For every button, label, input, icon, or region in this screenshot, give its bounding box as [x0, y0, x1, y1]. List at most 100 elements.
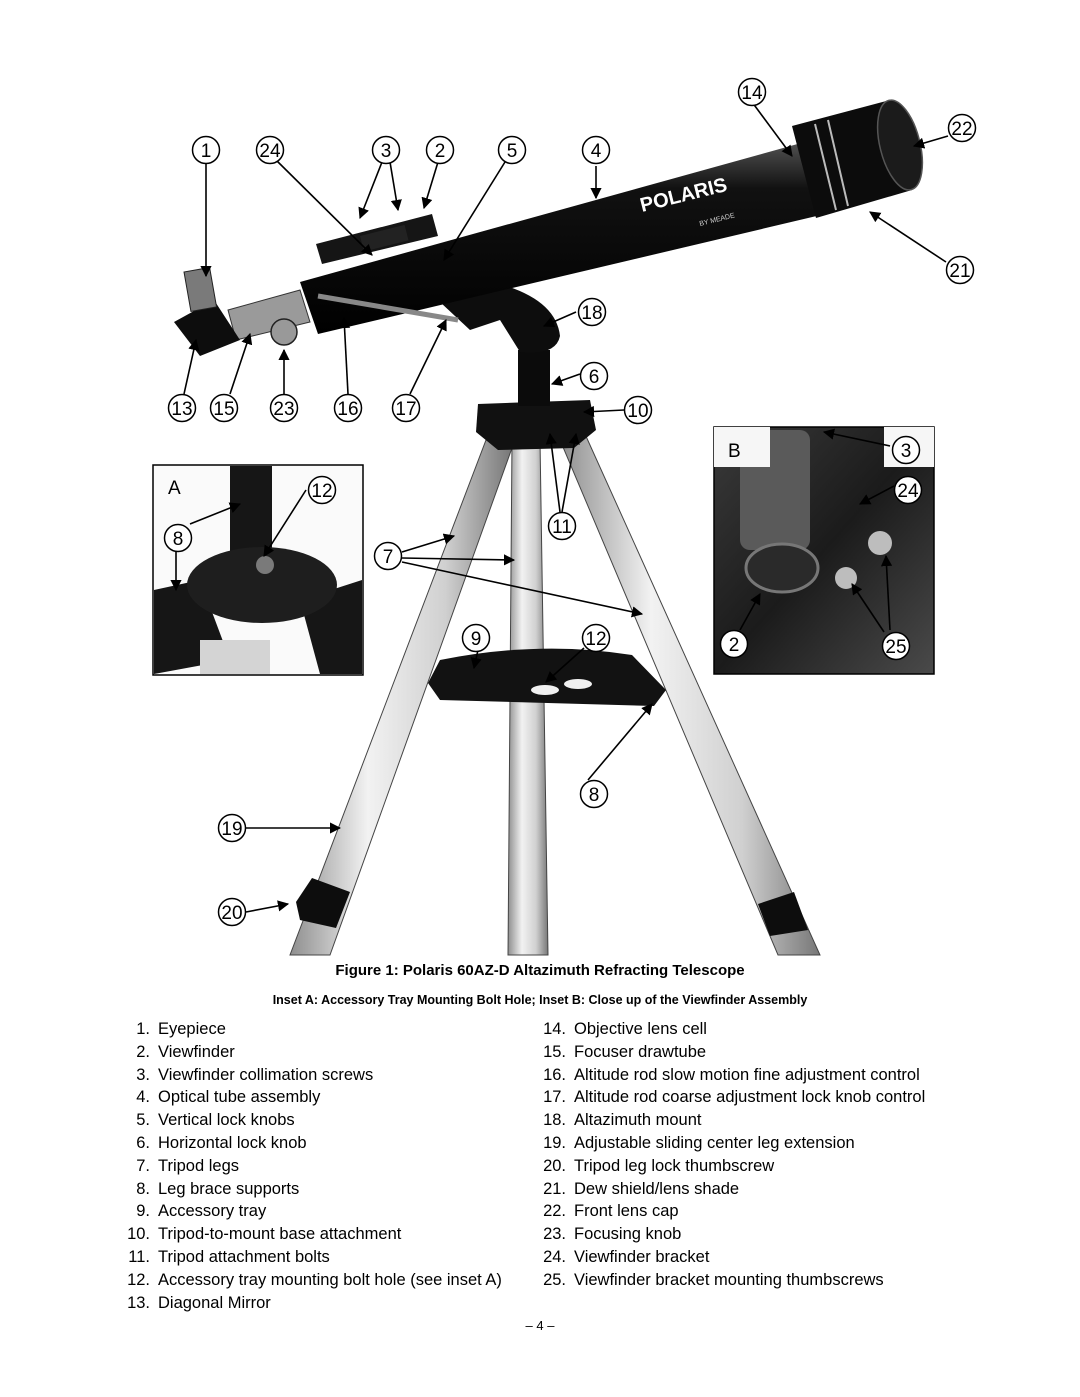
- inset-a: A: [152, 464, 364, 676]
- callout-9: 9: [461, 623, 491, 653]
- svg-text:19: 19: [221, 819, 242, 840]
- callout-2-inset: 2: [719, 629, 749, 659]
- parts-list-right: 14.Objective lens cell 15.Focuser drawtu…: [536, 1018, 925, 1292]
- figure-caption: Figure 1: Polaris 60AZ-D Altazimuth Refr…: [335, 962, 745, 979]
- svg-text:12: 12: [585, 629, 606, 650]
- parts-list-item: 19.Adjustable sliding center leg extensi…: [543, 1133, 855, 1152]
- inset-a-leg: [230, 466, 272, 556]
- inset-a-bracket: [200, 640, 270, 674]
- mount-column: [518, 350, 550, 406]
- parts-list-item: 1.Eyepiece: [136, 1020, 226, 1038]
- callout-14: 14: [737, 77, 767, 107]
- callout-arrows: [170, 101, 949, 913]
- parts-list-item: 4.Optical tube assembly: [136, 1088, 321, 1107]
- callout-3: 3: [371, 135, 401, 165]
- callout-6: 6: [579, 361, 609, 391]
- svg-text:20: 20: [221, 903, 242, 924]
- inset-a-base: [187, 547, 337, 623]
- callout-12: 12: [307, 475, 337, 505]
- svg-text:8: 8: [173, 529, 184, 550]
- svg-text:25: 25: [885, 637, 906, 658]
- parts-list-item: 23.Focusing knob: [543, 1225, 682, 1244]
- svg-text:6: 6: [589, 367, 600, 388]
- parts-list-item: 9.Accessory tray: [136, 1202, 267, 1221]
- callout-20: 20: [217, 897, 247, 927]
- page-number: – 4 –: [525, 1318, 555, 1333]
- parts-list-item: 20.Tripod leg lock thumbscrew: [543, 1156, 775, 1175]
- tripod: [289, 350, 821, 956]
- telescope-figure: POLARIS BY MEADE A B: [152, 77, 977, 956]
- focusing-knob: [270, 318, 298, 346]
- svg-text:8: 8: [589, 785, 600, 806]
- svg-text:2: 2: [435, 141, 446, 162]
- svg-text:16: 16: [337, 399, 358, 420]
- callout-10: 10: [623, 395, 653, 425]
- callout-4: 4: [581, 135, 611, 165]
- svg-text:12: 12: [311, 481, 332, 502]
- svg-text:21: 21: [949, 261, 970, 282]
- inset-b-thumbscrew: [868, 531, 892, 555]
- parts-list-item: 12.Accessory tray mounting bolt hole (se…: [127, 1270, 502, 1289]
- callout-18: 18: [577, 297, 607, 327]
- eyepiece: [183, 266, 218, 312]
- parts-list-item: 25.Viewfinder bracket mounting thumbscre…: [543, 1270, 884, 1289]
- callout-8: 8: [163, 523, 193, 553]
- telescope: POLARIS BY MEADE: [174, 99, 924, 356]
- svg-text:17: 17: [395, 399, 416, 420]
- svg-text:22: 22: [951, 119, 972, 140]
- parts-list-item: 13.Diagonal Mirror: [127, 1293, 271, 1312]
- parts-list-item: 11.Tripod attachment bolts: [128, 1247, 330, 1266]
- callout-11: 11: [547, 511, 577, 541]
- callout-3-inset: 3: [891, 435, 921, 465]
- svg-text:14: 14: [741, 83, 763, 104]
- parts-list-item: 10.Tripod-to-mount base attachment: [127, 1225, 402, 1244]
- accessory-tray: [428, 648, 666, 706]
- callout-2: 2: [425, 135, 455, 165]
- parts-list-item: 21.Dew shield/lens shade: [543, 1179, 740, 1198]
- parts-list-item: 8.Leg brace supports: [136, 1179, 300, 1198]
- svg-text:10: 10: [627, 401, 648, 422]
- svg-text:23: 23: [273, 399, 294, 420]
- parts-list-item: 6.Horizontal lock knob: [136, 1133, 307, 1152]
- callout-1: 1: [191, 135, 221, 165]
- callout-23: 23: [269, 393, 299, 423]
- callout-22: 22: [947, 113, 977, 143]
- callout-12-tray: 12: [581, 623, 611, 653]
- figure-subcaption: Inset A: Accessory Tray Mounting Bolt Ho…: [272, 993, 808, 1007]
- callout-17: 17: [391, 393, 421, 423]
- parts-list-item: 17.Altitude rod coarse adjustment lock k…: [543, 1088, 926, 1107]
- leg-clamp-right: [758, 892, 808, 936]
- parts-list-item: 5.Vertical lock knobs: [136, 1111, 295, 1130]
- parts-list-item: 3.Viewfinder collimation screws: [136, 1065, 374, 1084]
- svg-text:2: 2: [729, 635, 740, 656]
- parts-list-left: 1.Eyepiece 2.Viewfinder 3.Viewfinder col…: [120, 1018, 502, 1314]
- inset-b-label: B: [728, 441, 741, 462]
- parts-list-item: 15.Focuser drawtube: [543, 1042, 707, 1061]
- callout-21: 21: [945, 255, 975, 285]
- parts-list-item: 2.Viewfinder: [136, 1042, 235, 1061]
- parts-list-item: 24.Viewfinder bracket: [543, 1247, 710, 1266]
- parts-list-item: 22.Front lens cap: [543, 1202, 679, 1221]
- dew-shield-stripe: [814, 123, 837, 211]
- callout-13: 13: [167, 393, 197, 423]
- inset-b-light-bg: [714, 427, 770, 467]
- callout-19: 19: [217, 813, 247, 843]
- svg-text:7: 7: [383, 547, 394, 568]
- inset-a-label: A: [168, 478, 181, 499]
- svg-text:5: 5: [507, 141, 518, 162]
- optical-tube: [300, 140, 842, 334]
- svg-text:1: 1: [201, 141, 212, 162]
- callout-25: 25: [881, 631, 911, 661]
- parts-list-item: 7.Tripod legs: [136, 1156, 240, 1175]
- callout-5: 5: [497, 135, 527, 165]
- svg-text:11: 11: [552, 517, 572, 538]
- callout-24-inset: 24: [893, 475, 923, 505]
- svg-text:13: 13: [171, 399, 192, 420]
- svg-text:4: 4: [591, 141, 602, 162]
- parts-list-item: 16.Altitude rod slow motion fine adjustm…: [543, 1065, 920, 1084]
- leg-clamp-left: [296, 878, 350, 928]
- parts-list-item: 18.Altazimuth mount: [543, 1111, 702, 1130]
- callout-15: 15: [209, 393, 239, 423]
- altitude-rod: [317, 293, 459, 323]
- callout-7: 7: [373, 541, 403, 571]
